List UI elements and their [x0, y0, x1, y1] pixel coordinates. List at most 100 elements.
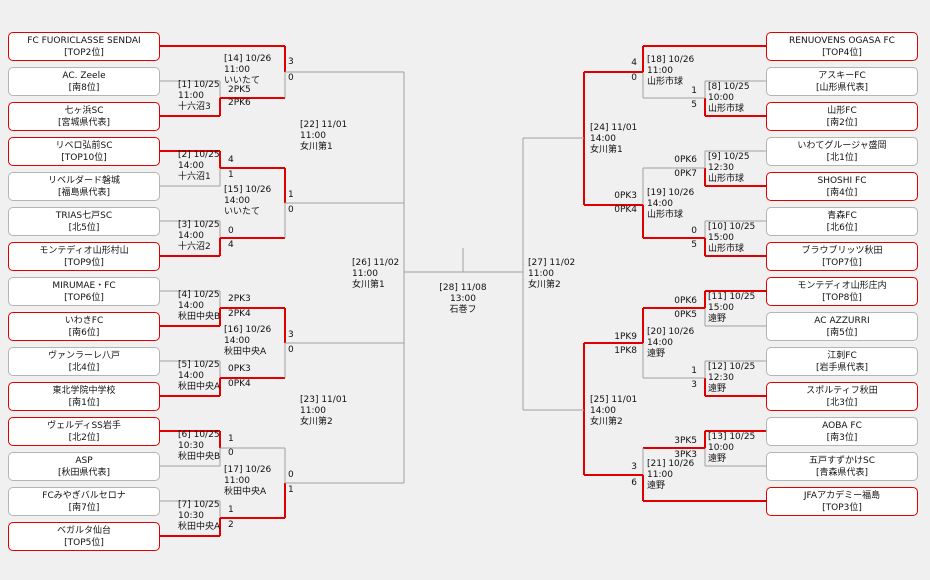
score: 1PK8 [614, 346, 637, 356]
match-venue: 遠野 [708, 314, 727, 324]
match-date: [21] 10/26 [647, 459, 695, 469]
team-name: AOBA FC [822, 421, 862, 431]
match-time: 11:00 [647, 66, 673, 76]
team-seed: [秋田県代表] [57, 468, 111, 478]
team-name: 五戸すずかけSC [809, 456, 875, 466]
score: 0 [228, 226, 234, 236]
team-box: AC. Zeele[南8位] [8, 67, 160, 96]
score: 0 [288, 470, 294, 480]
match-venue: 秋田中央B [178, 312, 221, 322]
match-venue: 十六沼2 [178, 242, 211, 252]
score: 1 [228, 434, 234, 444]
match-venue: 石巻フ [449, 305, 477, 315]
score: 1 [691, 86, 697, 96]
match-date: [5] 10/25 [178, 360, 220, 370]
match-time: 11:00 [300, 131, 326, 141]
team-seed: [南7位] [68, 503, 100, 513]
team-seed: [北3位] [826, 398, 858, 408]
match-venue: 秋田中央B [178, 452, 221, 462]
score: 1 [288, 190, 294, 200]
match-time: 13:00 [450, 294, 476, 304]
match-date: [2] 10/25 [178, 150, 220, 160]
match-date: [9] 10/25 [708, 152, 750, 162]
match-date: [10] 10/25 [708, 222, 756, 232]
team-box: FC FUORICLASSE SENDAI[TOP2位] [8, 32, 160, 61]
score: 2PK3 [228, 294, 251, 304]
match-time: 14:00 [224, 336, 250, 346]
match-venue: 山形市球 [708, 174, 745, 184]
match-venue: 秋田中央A [224, 487, 267, 497]
team-name: 山形FC [827, 106, 857, 116]
team-seed: [北5位] [68, 223, 100, 233]
team-seed: [山形県代表] [815, 83, 869, 93]
match-venue: 女川第1 [300, 142, 333, 152]
match-venue: 遠野 [647, 349, 666, 359]
team-seed: [北4位] [68, 363, 100, 373]
match-time: 14:00 [224, 196, 250, 206]
score: 4 [228, 155, 234, 165]
team-name: JFAアカデミー福島 [803, 491, 881, 501]
match-time: 11:00 [647, 470, 673, 480]
team-name: スポルティフ秋田 [806, 386, 878, 396]
match-date: [16] 10/26 [224, 325, 272, 335]
match-venue: 女川第2 [528, 280, 561, 290]
score: 0 [288, 73, 294, 83]
team-seed: [TOP4位] [822, 48, 862, 58]
team-name: リベルダード磐城 [47, 176, 120, 186]
team-box: JFAアカデミー福島 [TOP3位] [766, 487, 918, 516]
team-seed: [TOP7位] [822, 258, 862, 268]
match-date: [22] 11/01 [300, 120, 348, 130]
match-time: 11:00 [178, 91, 204, 101]
team-name: FC FUORICLASSE SENDAI [27, 36, 141, 46]
score: 0 [691, 226, 697, 236]
score: 0 [631, 73, 637, 83]
score: 2PK5 [228, 85, 251, 95]
team-name: ASP [75, 456, 93, 466]
team-seed: [福島県代表] [57, 188, 111, 198]
match-date: [25] 11/01 [590, 395, 638, 405]
team-seed: [TOP9位] [64, 258, 104, 268]
score: 0 [288, 205, 294, 215]
team-seed: [TOP5位] [64, 538, 104, 548]
team-name: FCみやぎバルセロナ [42, 491, 126, 501]
team-box: ASP [秋田県代表] [8, 452, 160, 481]
match-time: 10:30 [178, 441, 204, 451]
score: 3 [288, 57, 294, 67]
score: 3 [631, 462, 637, 472]
score: 0PK3 [228, 364, 251, 374]
match-date: [27] 11/02 [528, 258, 576, 268]
team-name: AC. Zeele [62, 71, 106, 81]
match-venue: 山形市球 [647, 77, 684, 87]
score: 2PK6 [228, 98, 251, 108]
team-seed: [TOP10位] [61, 153, 107, 163]
team-box: 江刺FC[岩手県代表] [766, 347, 918, 376]
match-time: 10:00 [708, 443, 734, 453]
team-name: モンテディオ山形村山 [39, 246, 129, 256]
score: 6 [631, 478, 637, 488]
team-seed: [TOP3位] [822, 503, 862, 513]
team-box: ヴァンラーレ八戸[北4位] [8, 347, 160, 376]
match-venue: 女川第2 [300, 417, 333, 427]
match-date: [14] 10/26 [224, 54, 272, 64]
match-time: 12:30 [708, 373, 734, 383]
team-name: ベガルタ仙台 [56, 526, 111, 536]
match-time: 15:00 [708, 303, 734, 313]
match-time: 14:00 [178, 161, 204, 171]
score: 1PK9 [614, 332, 637, 342]
team-box: 五戸すずかけSC[青森県代表] [766, 452, 918, 481]
